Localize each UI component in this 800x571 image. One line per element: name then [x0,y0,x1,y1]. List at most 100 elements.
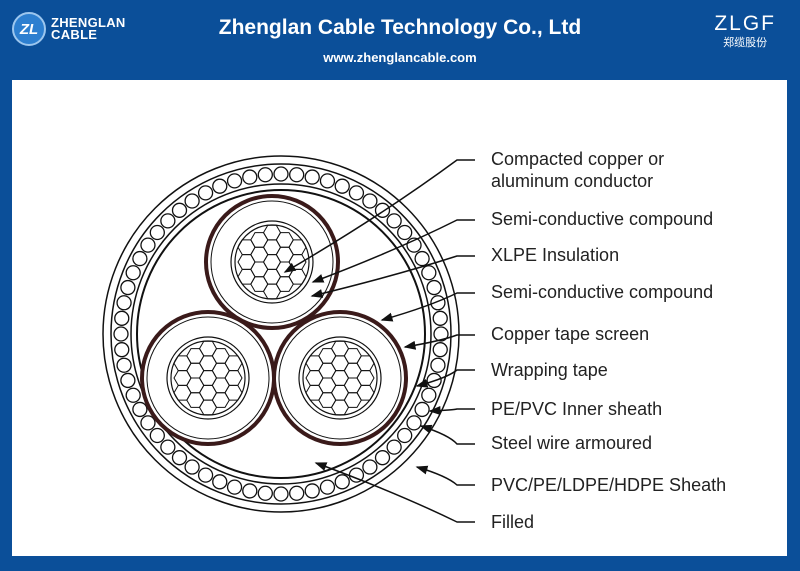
steel-wire [348,185,365,201]
component-label: Filled [491,512,535,532]
steel-wire [304,169,320,185]
steel-wire [426,279,442,296]
logo-text-line1: ZHENGLAN [51,15,126,30]
steel-wire [397,224,413,241]
leader-line [380,292,475,322]
inner-semi-conductive-layer [230,220,314,304]
conductor-strand [356,384,375,401]
leader-line [415,465,475,486]
steel-wire [212,178,228,194]
steel-wire [319,479,336,495]
steel-wire [132,250,148,267]
leader-line [314,462,475,523]
leader-line [310,255,475,298]
steel-wire [421,387,437,403]
leader-line [311,219,475,283]
steel-wire [289,167,305,183]
copper-tape-screen [272,310,408,446]
steel-wire [421,265,437,281]
steel-wire [160,213,176,229]
steel-wire [406,415,422,431]
leader-line [415,369,475,388]
steel-wire [432,342,448,358]
steel-wire [125,265,141,281]
logo-text: ZHENGLAN CABLE [51,15,126,42]
leader-line [428,406,475,416]
component-label: Copper tape screen [491,324,650,344]
steel-wire [160,439,176,455]
component-label: Semi-conductive compound [491,209,714,229]
diagram-panel [12,80,787,556]
zhenglan-logo: ZL ZHENGLAN CABLE [12,12,126,46]
zlgf-brand-logo: ZLGF 郑缆股份 [714,12,776,50]
component-label: Steel wire armoured [491,433,653,453]
leader-line [419,424,475,445]
steel-wire [149,427,165,444]
steel-wire [374,450,391,466]
copper-tape-screen [204,194,340,330]
steel-wire [319,173,336,189]
steel-wire [334,474,350,490]
company-title: Zhenglan Cable Technology Co., Ltd [218,16,582,39]
steel-wire [226,173,243,189]
steel-wire [414,401,430,418]
brand-name: ZLGF [714,12,776,35]
inner-semi-conductive-layer [298,336,382,420]
steel-wire [386,213,402,229]
inner-sheath [136,189,426,479]
steel-wire [140,415,156,431]
steel-wire [430,357,446,373]
outer-semi-conductive-layer [278,316,402,440]
conductor-strand [288,268,307,285]
steel-wire [171,450,188,466]
steel-wire [140,237,156,253]
armour-outer-boundary [110,163,452,505]
steel-wire [184,193,200,209]
steel-wire [432,310,448,326]
steel-wire [120,279,136,296]
steel-wire [362,459,378,475]
steel-wire [397,427,413,444]
steel-wire [197,467,214,483]
steel-wire [414,250,430,267]
steel-wire [273,166,289,182]
inner-semi-conductive-layer [166,336,250,420]
logo-mark-icon: ZL [12,12,46,46]
steel-wire [114,342,130,358]
component-label: XLPE Insulation [491,245,620,265]
steel-wire [273,486,289,502]
steel-wire [184,459,200,475]
outer-semi-conductive-layer [146,316,270,440]
armour-inner-boundary [130,183,432,485]
logo-text-line2: CABLE [51,27,98,42]
leader-line [403,334,475,350]
conductor-strand [224,384,243,401]
steel-wire [289,485,305,501]
component-label: Semi-conductive compound [491,282,714,302]
steel-wire [386,439,402,455]
steel-wire [212,474,228,490]
steel-wire [242,483,258,499]
steel-wire [257,167,273,183]
component-label: PVC/PE/LDPE/HDPE Sheath [491,475,727,495]
steel-wire [116,357,132,373]
component-label: PE/PVC Inner sheath [491,399,663,419]
steel-wire [433,326,449,342]
steel-wire [257,485,273,501]
steel-wire [242,169,258,185]
website-url: www.zhenglancable.com [323,50,477,65]
steel-wire [197,185,214,201]
outer-sheath [102,155,460,513]
brand-subtitle: 郑缆股份 [723,37,768,49]
leader-line [283,159,475,273]
outer-semi-conductive-layer [210,200,334,324]
steel-wire [132,401,148,418]
steel-wire [149,224,165,241]
steel-wire [114,310,130,326]
steel-wire [362,193,378,209]
component-label: Wrapping tape [491,360,608,380]
steel-wire [120,372,136,389]
steel-wire [113,326,129,342]
